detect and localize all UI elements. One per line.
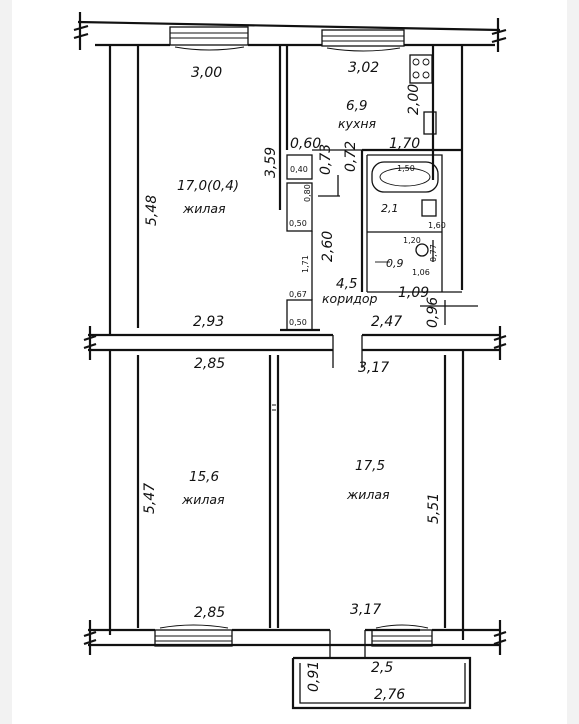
kitchen-area: 6,9	[346, 98, 367, 114]
dim-317-bottom: 3,17	[350, 602, 381, 618]
dim-balcony-outer: 2,76	[374, 687, 405, 703]
exterior-walls	[73, 12, 507, 655]
bath-area: 2,1	[381, 202, 399, 215]
dim-050-a: 0,50	[289, 219, 307, 228]
dim-160: 1,60	[428, 221, 446, 230]
corridor-area: 4,5	[336, 276, 357, 292]
dim-balcony-inner: 2,5	[371, 660, 393, 676]
living1-area: 17,0(0,4)	[177, 178, 239, 194]
dim-kitchen-side: 2,00	[406, 84, 422, 115]
dim-285-bottom: 2,85	[194, 605, 225, 621]
dim-150: 1,50	[397, 164, 415, 173]
corridor-label: коридор	[322, 291, 378, 306]
living1-label: жилая	[182, 201, 226, 216]
dim-317-top: 3,17	[358, 360, 389, 376]
dim-050-b: 0,50	[289, 318, 307, 327]
dim-living1-height: 5,48	[144, 195, 160, 226]
dim-balcony-depth: 0,91	[306, 661, 322, 692]
dim-096: 0,96	[425, 297, 441, 328]
dim-077: 0,77	[429, 244, 438, 262]
dim-106: 1,06	[412, 268, 430, 277]
dim-247: 2,47	[371, 314, 402, 330]
wc-area: 0,9	[386, 257, 404, 270]
dim-171: 1,71	[301, 255, 310, 273]
left-margin-shade	[0, 0, 12, 724]
windows	[154, 26, 433, 647]
dim-072: 0,72	[343, 141, 359, 172]
dim-living3-height: 5,51	[426, 493, 442, 524]
dim-060: 0,60	[290, 136, 321, 152]
living3-area: 17,5	[355, 458, 385, 474]
living2-area: 15,6	[189, 469, 219, 485]
kitchen-label: кухня	[338, 116, 377, 131]
dim-285-top: 2,85	[194, 356, 225, 372]
interior-partitions	[268, 45, 478, 710]
living2-label: жилая	[181, 492, 225, 507]
room-labels: 17,0(0,4) жилая 6,9 кухня 4,5 коридор 15…	[177, 98, 404, 507]
dim-living2-height: 5,47	[142, 483, 158, 514]
living3-label: жилая	[346, 487, 390, 502]
dim-293: 2,93	[193, 314, 224, 330]
right-margin-shade	[567, 0, 579, 724]
dimensions: 3,00 3,02 2,00 5,48 3,59 0,60 0,73 0,72 …	[142, 60, 446, 703]
dim-073: 0,73	[318, 144, 334, 175]
dim-170: 1,70	[389, 136, 420, 152]
dim-109: 1,09	[398, 285, 429, 301]
dim-top-left-width: 3,00	[191, 65, 222, 81]
dim-067: 0,67	[289, 290, 307, 299]
dim-260: 2,60	[320, 231, 336, 262]
dim-120: 1,20	[403, 236, 421, 245]
dim-partition-359: 3,59	[263, 147, 279, 178]
dim-040: 0,40	[290, 165, 308, 174]
dim-kitchen-width: 3,02	[348, 60, 379, 76]
dim-080: 0,80	[303, 184, 312, 202]
